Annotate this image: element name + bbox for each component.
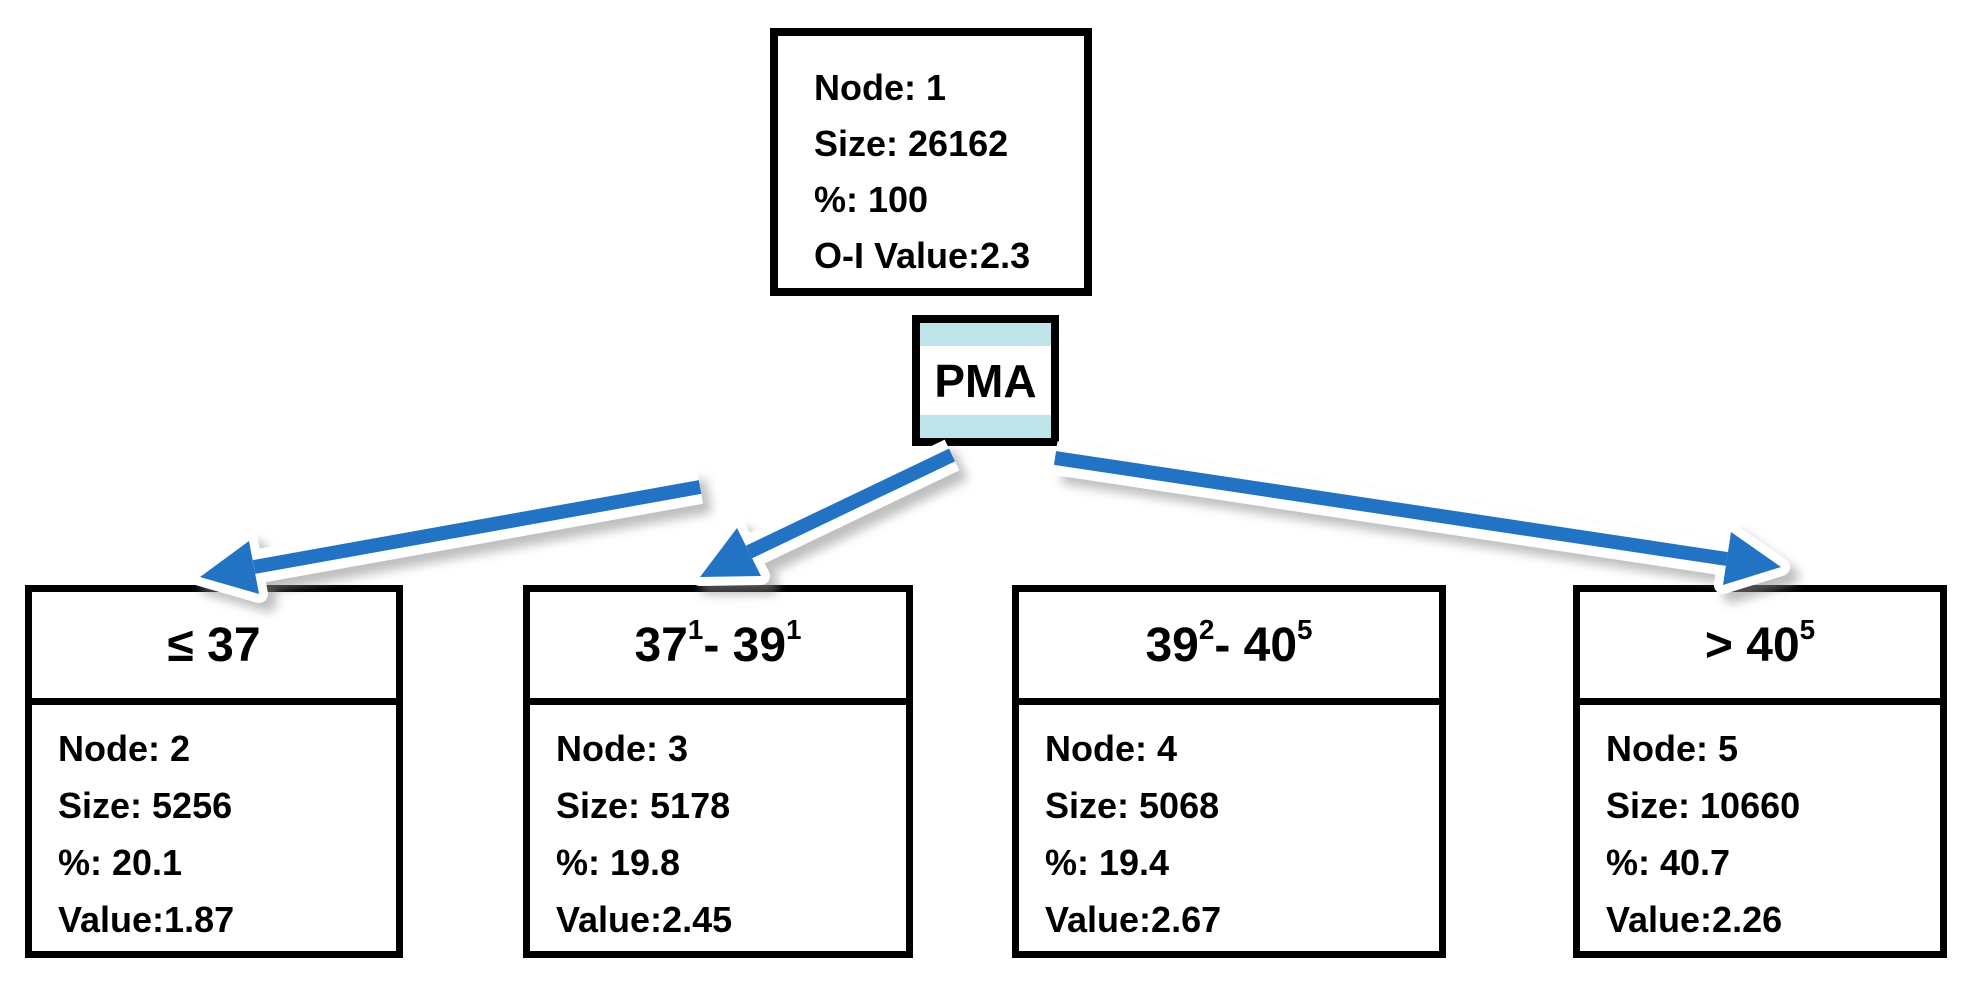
arrow-shaft [745, 448, 956, 559]
range-text: > 40 [1704, 618, 1800, 672]
split-range-label-2: ≤ 37 [32, 592, 396, 705]
node-stats-3: Node: 3 Size: 5178 %: 19.8 Value:2.45 [530, 705, 906, 948]
arrow-to-node-3-icon [691, 439, 960, 586]
range-text: - 39 [703, 618, 787, 672]
arrowhead-icon [700, 528, 761, 577]
arrowhead-casing [691, 519, 770, 586]
node-stats-line: Node: 4 [1045, 728, 1178, 769]
node-stats-line: Value:2.26 [1606, 899, 1783, 940]
arrow-to-node-2-icon [191, 470, 704, 603]
root-node-box: Node: 1 Size: 26162 %: 100 O-I Value:2.3 [770, 28, 1092, 296]
range-text: - 40 [1214, 618, 1298, 672]
arrow-casing [1052, 441, 1730, 576]
node-stats-line: Value:1.87 [58, 899, 235, 940]
node-stats-line: %: 40.7 [1606, 842, 1731, 883]
root-node-line: %: 100 [814, 179, 929, 220]
node-stats-line: Size: 5256 [58, 785, 233, 826]
split-variable-box: PMA [912, 315, 1059, 446]
node-stats-line: Size: 10660 [1606, 785, 1801, 826]
range-text: 37 [634, 618, 688, 672]
pma-top-band [920, 323, 1051, 346]
arrow-casing [250, 470, 704, 584]
node-stats-line: Size: 5178 [556, 785, 731, 826]
node-stats-line: %: 19.4 [1045, 842, 1170, 883]
range-text: 39 [1145, 618, 1199, 672]
node-stats-line: Size: 5068 [1045, 785, 1220, 826]
arrow-shaft [1053, 451, 1729, 566]
node-stats-2: Node: 2 Size: 5256 %: 20.1 Value:1.87 [32, 705, 396, 948]
node-stats-line: Value:2.45 [556, 899, 733, 940]
root-node-line: O-I Value:2.3 [814, 235, 1031, 276]
node-stats-5: Node: 5 Size: 10660 %: 40.7 Value:2.26 [1580, 705, 1940, 948]
range-text: ≤ 37 [167, 618, 261, 672]
root-node-line: Node: 1 [814, 67, 947, 108]
arrow-shaft [252, 480, 702, 574]
node-stats-line: Node: 3 [556, 728, 689, 769]
arrow-casing [741, 439, 960, 568]
root-node-line: Size: 26162 [814, 123, 1009, 164]
arrowhead-icon [1723, 532, 1781, 585]
arrowhead-casing [1714, 523, 1790, 594]
arrow-to-node-5-icon [1052, 441, 1790, 594]
node-stats-line: Value:2.67 [1045, 899, 1222, 940]
split-variable-label: PMA [934, 354, 1037, 407]
pma-bottom-band [920, 415, 1051, 438]
node-stats-line: %: 19.8 [556, 842, 681, 883]
tree-node-2: ≤ 37 Node: 2 Size: 5256 %: 20.1 Value:1.… [25, 585, 403, 958]
node-stats-line: Node: 2 [58, 728, 191, 769]
node-stats-line: Node: 5 [1606, 728, 1739, 769]
node-stats-line: %: 20.1 [58, 842, 183, 883]
node-stats-4: Node: 4 Size: 5068 %: 19.4 Value:2.67 [1019, 705, 1439, 948]
